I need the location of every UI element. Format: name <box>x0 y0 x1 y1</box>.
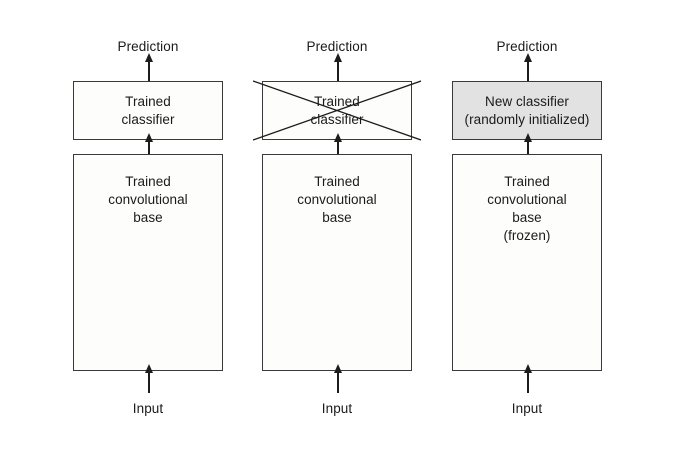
diagram-column-new-classifier: Prediction New classifier (randomly init… <box>432 0 622 453</box>
classifier-box: Trained classifier <box>73 81 223 140</box>
arrow-classifier-to-prediction <box>144 53 153 81</box>
classifier-box: Trained classifier <box>262 81 412 140</box>
arrow-input-to-base <box>523 364 532 393</box>
input-label: Input <box>132 401 164 416</box>
new-classifier-box: New classifier (randomly initialized) <box>452 81 602 140</box>
classifier-box-label: Trained classifier <box>310 93 364 127</box>
diagram-column-classifier-discarded: Prediction Trained classifier Trained co… <box>242 0 432 453</box>
prediction-label: Prediction <box>117 39 179 54</box>
convolutional-base-box: Trained convolutional base <box>73 154 223 371</box>
arrow-input-to-base <box>333 364 342 393</box>
input-label: Input <box>321 401 353 416</box>
convolutional-base-box-label: Trained convolutional base <box>108 174 188 225</box>
new-classifier-box-label: New classifier (randomly initialized) <box>464 93 590 127</box>
arrow-base-to-classifier <box>144 133 153 154</box>
arrow-base-to-classifier <box>523 133 532 154</box>
prediction-label: Prediction <box>496 39 558 54</box>
classifier-box-label: Trained classifier <box>121 93 175 127</box>
convolutional-base-box: Trained convolutional base (frozen) <box>452 154 602 371</box>
input-label: Input <box>511 401 543 416</box>
arrow-classifier-to-prediction <box>333 53 342 81</box>
arrow-input-to-base <box>144 364 153 393</box>
arrow-base-to-classifier <box>333 133 342 154</box>
diagram-column-pretrained-network: Prediction Trained classifier Trained co… <box>53 0 243 453</box>
arrow-classifier-to-prediction <box>523 53 532 81</box>
convolutional-base-box: Trained convolutional base <box>262 154 412 371</box>
convolutional-base-box-label: Trained convolutional base (frozen) <box>487 174 567 243</box>
prediction-label: Prediction <box>306 39 368 54</box>
convolutional-base-box-label: Trained convolutional base <box>297 174 377 225</box>
